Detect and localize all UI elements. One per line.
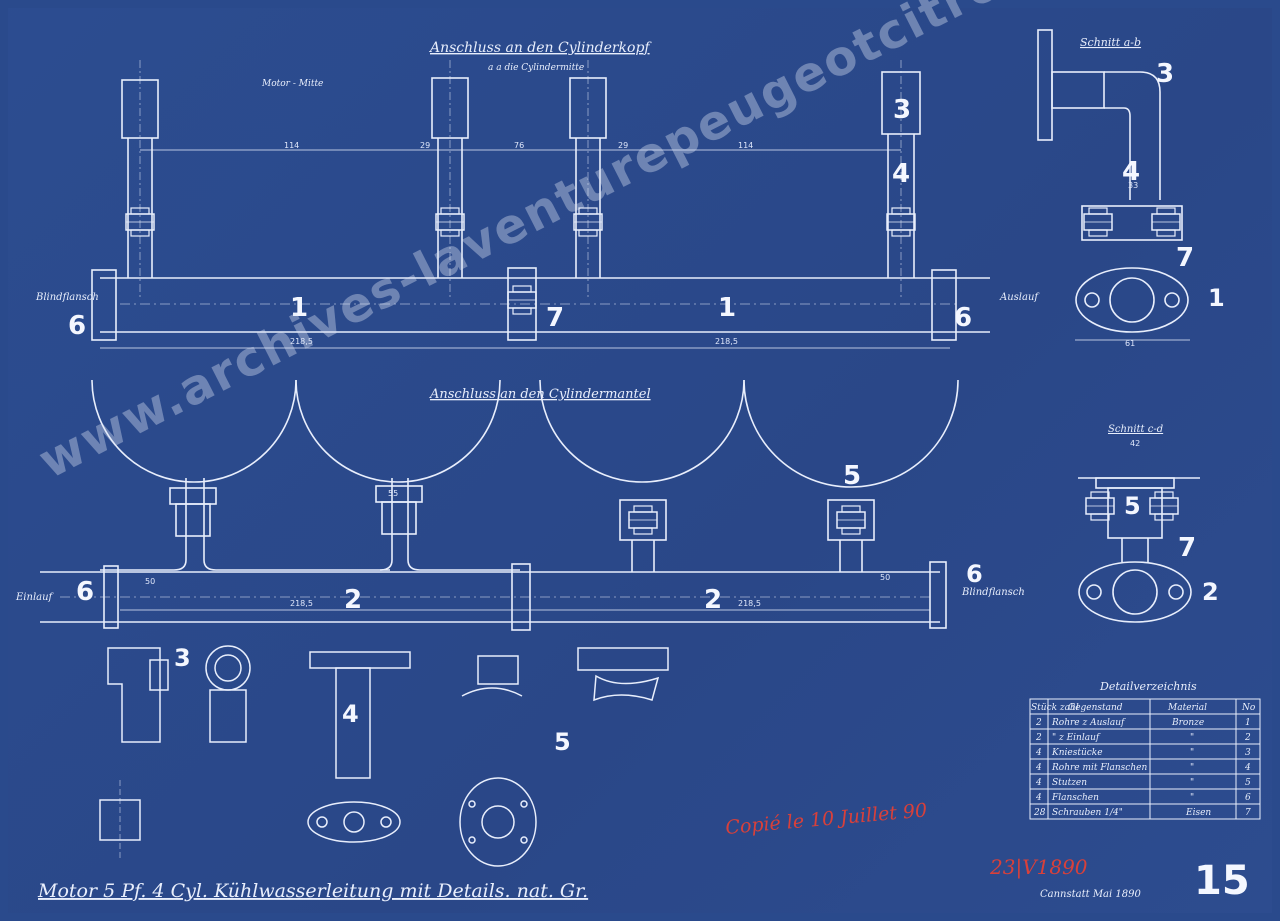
- part-callout-6: 6: [68, 311, 86, 341]
- part-callout-3: 3: [893, 95, 911, 125]
- dim-bottom-left: 218,5: [290, 599, 313, 608]
- part-callout-6: 6: [954, 303, 972, 333]
- table-cell: ": [1190, 793, 1194, 803]
- table-cell: 2: [1035, 733, 1042, 743]
- table-cell: 4: [1035, 778, 1042, 788]
- part-callout-4: 4: [1122, 157, 1140, 187]
- part-callout-5: 5: [843, 461, 861, 491]
- dim-61: 61: [1125, 339, 1135, 348]
- dim-76: 76: [514, 141, 524, 150]
- section-cd-label: Schnitt c-d: [1108, 424, 1163, 435]
- dim-114-left: 114: [284, 141, 299, 150]
- table-cell: 5: [1245, 778, 1251, 788]
- part-callout-2: 2: [344, 585, 362, 615]
- left-top-label: Blindflansch: [35, 292, 99, 303]
- part-callout-7: 7: [1178, 533, 1196, 563]
- middle-jacket-assembly: [40, 379, 959, 631]
- copy-note: Copié le 10 Juillet 90: [725, 799, 928, 839]
- drawing-title: Motor 5 Pf. 4 Cyl. Kühlwasserleitung mit…: [37, 880, 588, 902]
- part-callout-2: 2: [1202, 578, 1219, 606]
- table-cell: 7: [1245, 808, 1251, 818]
- section-ab-label: Schnitt a-b: [1080, 36, 1141, 49]
- paper-background: [8, 8, 1272, 913]
- part-callout-7: 7: [546, 303, 564, 333]
- top-section-label: Anschluss an den Cylinderkopf: [428, 40, 652, 56]
- right-top-label: Auslauf: [999, 292, 1040, 303]
- dim-top-right: 218,5: [715, 337, 738, 346]
- table-cell: Rohre z Auslauf: [1051, 718, 1126, 728]
- dim-114-right: 114: [738, 141, 753, 150]
- table-cell: ": [1190, 778, 1194, 788]
- table-cell: Schrauben 1/4": [1052, 808, 1123, 818]
- date-stamp: 23|V1890: [989, 855, 1088, 880]
- part-callout-6: 6: [966, 560, 983, 588]
- table-cell: " z Einlauf: [1052, 733, 1101, 743]
- place-date: Cannstatt Mai 1890: [1040, 889, 1141, 900]
- dim-50-left: 50: [145, 577, 155, 586]
- part-callout-1: 1: [1208, 284, 1225, 312]
- dim-29-left: 29: [420, 141, 430, 150]
- table-cell: 2: [1035, 718, 1042, 728]
- dim-42: 42: [1130, 439, 1140, 448]
- top-pipe-assembly: [91, 60, 990, 349]
- middle-section-label: Anschluss an den Cylindermantel: [429, 387, 651, 402]
- part-callout-3: 3: [1156, 59, 1174, 89]
- part-callout-3: 3: [174, 644, 191, 672]
- part-callout-4: 4: [342, 700, 359, 728]
- sheet-number: 15: [1194, 858, 1250, 904]
- dim-top-left: 218,5: [290, 337, 313, 346]
- table-header-material: Material: [1167, 703, 1207, 713]
- table-cell: 3: [1245, 748, 1251, 758]
- table-cell: Eisen: [1185, 808, 1211, 818]
- table-cell: Stutzen: [1052, 778, 1087, 788]
- right-bottom-label: Blindflansch: [961, 587, 1025, 598]
- table-cell: 4: [1244, 763, 1251, 773]
- part-callout-4: 4: [892, 159, 910, 189]
- table-cell: ": [1190, 763, 1194, 773]
- table-cell: 6: [1245, 793, 1251, 803]
- dim-bottom-right: 218,5: [738, 599, 761, 608]
- left-bottom-label: Einlauf: [15, 592, 55, 603]
- table-cell: 4: [1035, 793, 1042, 803]
- table-cell: ": [1190, 733, 1194, 743]
- part-callout-7: 7: [1176, 243, 1194, 273]
- table-cell: Kniestücke: [1051, 748, 1103, 758]
- table-header-qty: Stück zahl: [1031, 703, 1079, 713]
- table-cell: 2: [1244, 733, 1251, 743]
- parts-table-title: Detailverzeichnis: [1099, 680, 1197, 693]
- part-callout-5: 5: [1124, 492, 1141, 520]
- motor-mitte-label: Motor - Mitte: [261, 79, 323, 89]
- table-cell: 28: [1033, 808, 1046, 818]
- table-cell: Rohre mit Flanschen: [1051, 763, 1147, 773]
- table-cell: 4: [1035, 748, 1042, 758]
- dim-50-right: 50: [880, 573, 890, 582]
- table-cell: Bronze: [1171, 718, 1204, 728]
- table-cell: 4: [1035, 763, 1042, 773]
- section-cd-drawing: [1078, 477, 1200, 623]
- part-callout-6: 6: [76, 577, 94, 607]
- parts-table-rows: 2 Rohre z Auslauf Bronze 1 2 " z Einlauf…: [1033, 718, 1251, 818]
- part-callout-2: 2: [704, 585, 722, 615]
- part-callout-1: 1: [290, 293, 308, 323]
- dim-55: 55: [388, 489, 398, 498]
- parts-table-headers: Stück zahl Gegenstand Material No: [1031, 703, 1256, 713]
- detail-parts: [99, 645, 669, 867]
- table-header-item: Gegenstand: [1068, 703, 1123, 713]
- table-cell: ": [1190, 748, 1194, 758]
- part-callout-1: 1: [718, 293, 736, 323]
- table-cell: 1: [1245, 718, 1251, 728]
- part-callout-5: 5: [554, 728, 571, 756]
- dim-33: 33: [1128, 181, 1138, 190]
- table-header-no: No: [1241, 703, 1256, 713]
- top-section-sublabel: a a die Cylindermitte: [488, 63, 584, 73]
- parts-table-grid: [1029, 698, 1261, 820]
- dim-29-right: 29: [618, 141, 628, 150]
- part-number-callouts: 1 1 1 2 2 2 3 3 3 4 4 4 5 5 5 6 6 6 6 7 …: [68, 59, 1225, 756]
- table-cell: Flanschen: [1051, 793, 1099, 803]
- section-ab-drawing: [1037, 29, 1190, 341]
